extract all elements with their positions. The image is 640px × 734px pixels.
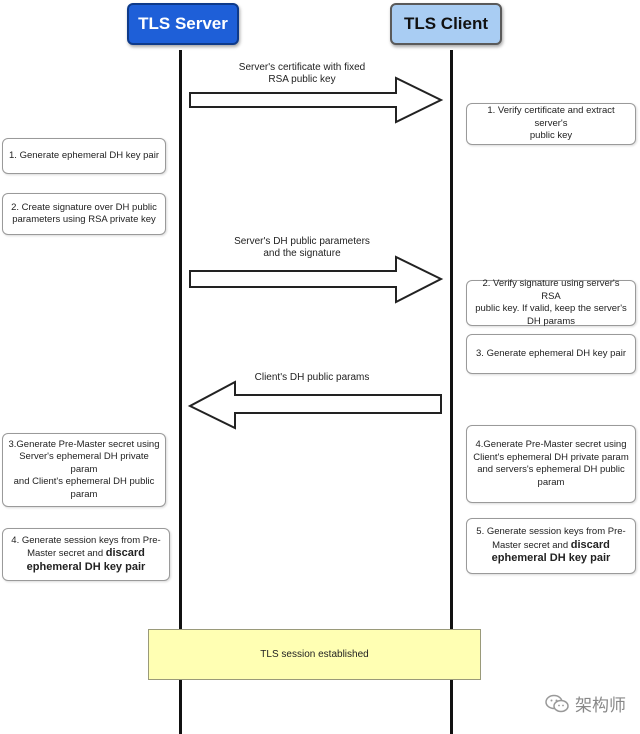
- server-step-2: 2. Create signature over DH public param…: [2, 193, 166, 235]
- server-step-4: 4. Generate session keys from Pre- Maste…: [2, 528, 170, 581]
- server-lifeline: [179, 50, 182, 734]
- server-step-3: 3.Generate Pre-Master secret using Serve…: [2, 433, 166, 507]
- client-step-3: 3. Generate ephemeral DH key pair: [466, 334, 636, 374]
- client-step-5: 5. Generate session keys from Pre- Maste…: [466, 518, 636, 574]
- arrow-label-client-dh: Client's DH public params: [254, 372, 370, 383]
- client-step-1: 1. Verify certificate and extract server…: [466, 103, 636, 145]
- arrow-dh-params: [189, 255, 444, 304]
- arrow-client-dh: [187, 380, 442, 430]
- arrow-label-dh-params: Server's DH public parameters and the si…: [234, 236, 370, 259]
- client-step-2: 2. Verify signature using server's RSA p…: [466, 278, 636, 327]
- arrow-label-certificate: Server's certificate with fixed RSA publ…: [238, 62, 366, 85]
- client-step-4: 4.Generate Pre-Master secret using Clien…: [466, 425, 636, 503]
- client-lifeline: [450, 50, 453, 734]
- tls-server-header: TLS Server: [127, 3, 239, 45]
- wechat-icon: [545, 694, 569, 712]
- watermark-text: 架构师: [575, 696, 626, 715]
- tls-client-header: TLS Client: [390, 3, 502, 45]
- arrow-certificate: [189, 76, 444, 124]
- server-step-1: 1. Generate ephemeral DH key pair: [2, 138, 166, 174]
- watermark: 架构师: [545, 691, 626, 716]
- session-established-box: TLS session established: [148, 629, 481, 680]
